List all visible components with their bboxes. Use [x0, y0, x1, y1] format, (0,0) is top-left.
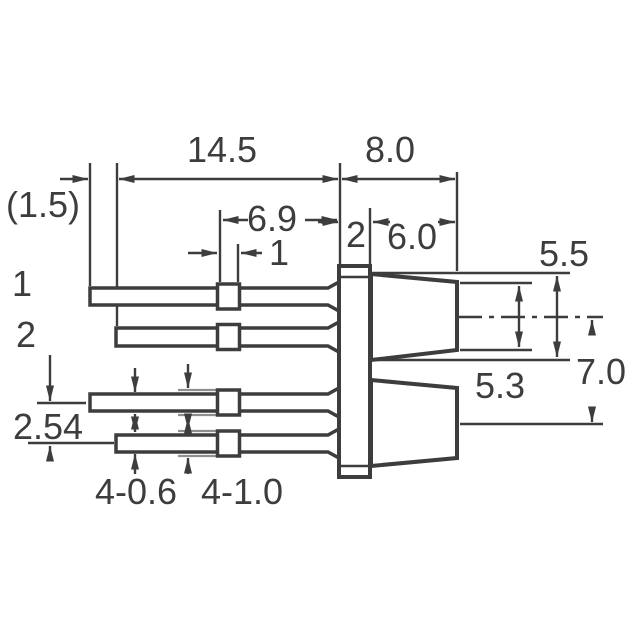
- dimension-arrows: [46, 175, 596, 474]
- label-tab-width: 1: [269, 232, 289, 273]
- label-lens-length: 6.0: [387, 216, 437, 257]
- component-body: [88, 264, 459, 479]
- label-body-length: 8.0: [365, 129, 415, 170]
- label-lens-tip-dia: 5.3: [475, 365, 525, 406]
- label-lead-pitch: 2.54: [13, 406, 83, 447]
- label-axis-pitch: 7.0: [576, 351, 626, 392]
- extension-lines: [28, 163, 570, 445]
- label-lead-thickness: 4-0.6: [95, 471, 177, 512]
- label-flange-width: 2: [346, 214, 366, 255]
- lower-lens: [369, 377, 459, 469]
- lead-2-tab: [215, 322, 242, 352]
- flange: [337, 264, 372, 479]
- lead-1: [88, 279, 341, 314]
- tab-edge-extension-lines: [178, 388, 217, 458]
- lead-1-tab: [215, 282, 242, 311]
- label-pin-2: 2: [16, 314, 36, 355]
- label-lead-stagger: (1.5): [6, 184, 80, 225]
- label-pin-1: 1: [12, 263, 32, 304]
- lead-4-tab: [215, 429, 242, 458]
- label-tab-thickness: 4-1.0: [201, 471, 283, 512]
- lead-3-tab: [215, 388, 242, 417]
- label-tab-offset: 6.9: [247, 198, 297, 239]
- lead-3: [88, 385, 341, 420]
- upper-lens: [369, 271, 459, 363]
- label-lead-length: 14.5: [187, 129, 257, 170]
- label-lens-base-dia: 5.5: [539, 233, 589, 274]
- dimension-labels: (1.5) 14.5 8.0 6.9 1 2 6.0 5.5 5.3 7.0 2…: [6, 129, 626, 512]
